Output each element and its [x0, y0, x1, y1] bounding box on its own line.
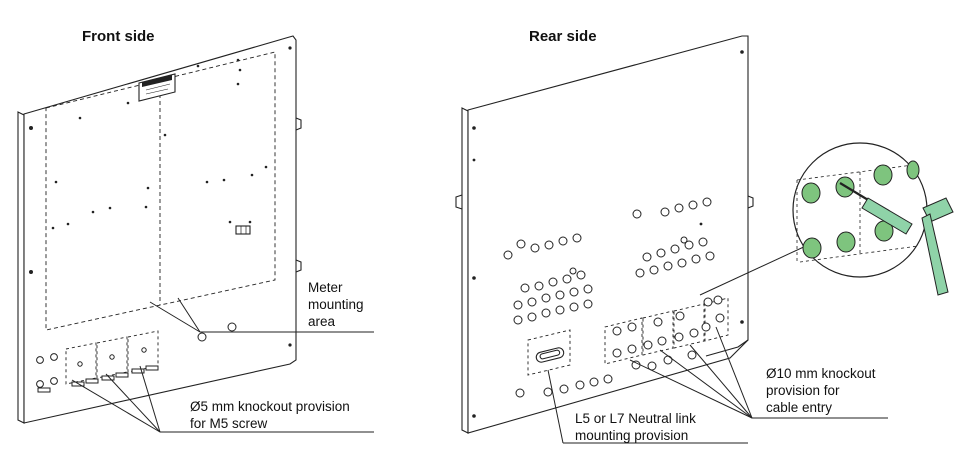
rear-panel-holes	[472, 50, 744, 418]
rear-side-title: Rear side	[529, 28, 597, 45]
neutral-link-label: L5 or L7 Neutral link mounting provision	[575, 410, 696, 444]
meter-mounting-label: Meter mounting area	[308, 279, 364, 330]
rear-panel-knockouts	[503, 197, 725, 398]
meter-label-line-1: Meter	[308, 280, 343, 295]
neutral-label-line-1: L5 or L7 Neutral link	[575, 411, 696, 426]
front-panel-holes	[29, 46, 292, 347]
meter-label-line-3: area	[308, 314, 336, 329]
front-panel	[17, 35, 302, 424]
front-leader-lines	[71, 297, 374, 433]
rear-knockout-label: Ø10 mm knockout provision for cable entr…	[766, 365, 876, 416]
neutral-label-line-2: mounting provision	[575, 428, 689, 443]
front-knockout-line-2: for M5 screw	[190, 416, 268, 431]
front-knockout-label: Ø5 mm knockout provision for M5 screw	[190, 398, 350, 432]
rear-knockout-line-3: cable entry	[766, 400, 833, 415]
zoom-detail	[699, 142, 954, 296]
front-knockout-line-1: Ø5 mm knockout provision	[190, 399, 350, 414]
rear-knockout-line-1: Ø10 mm knockout	[766, 366, 876, 381]
rear-knockout-line-2: provision for	[766, 383, 840, 398]
front-side-title: Front side	[82, 28, 155, 45]
meter-label-line-2: mounting	[308, 297, 364, 312]
rear-leader-lines	[547, 326, 888, 444]
rear-panel	[455, 35, 754, 434]
